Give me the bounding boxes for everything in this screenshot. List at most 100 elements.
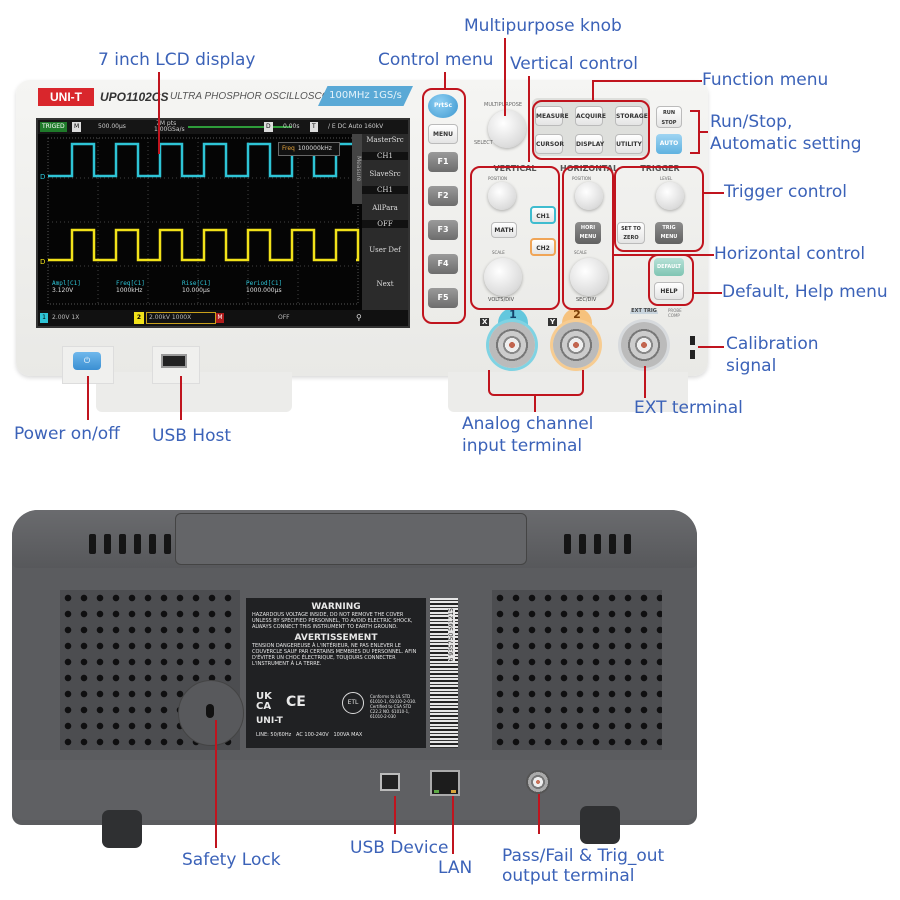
- ch2-status: 2.00kV 1000X: [146, 312, 216, 324]
- power-rating: LINE: 50/60Hz AC 100-240V 100VA MAX: [256, 732, 363, 738]
- default-button[interactable]: DEFAULT: [654, 258, 684, 276]
- leader-line: [394, 796, 396, 834]
- delay-value: 0.00s: [283, 123, 300, 130]
- memory-bar: [188, 126, 292, 128]
- power-button[interactable]: ⏻: [73, 352, 101, 370]
- leader-line: [698, 346, 724, 348]
- trig-menu-button[interactable]: TRIG MENU: [655, 222, 683, 244]
- select-label: SELECT: [474, 140, 493, 146]
- f3-button[interactable]: F3: [428, 220, 458, 240]
- ch1-number: 1: [40, 313, 48, 323]
- vertical-position-knob[interactable]: [488, 182, 516, 210]
- barcode-number: 6 935750 591215: [448, 608, 455, 662]
- ce-mark: CE: [286, 694, 306, 710]
- horizontal-position-knob[interactable]: [575, 182, 603, 210]
- f1-button[interactable]: F1: [428, 152, 458, 172]
- safety-lock-slot[interactable]: [206, 704, 214, 718]
- trigger-level-knob[interactable]: [656, 182, 684, 210]
- auto-button[interactable]: AUTO: [656, 134, 682, 154]
- utility-button[interactable]: UTILITY: [615, 134, 643, 154]
- lan-port[interactable]: [430, 770, 460, 796]
- callout-safety-lock: Safety Lock: [182, 850, 281, 870]
- rear-brand: UNI-T: [256, 716, 283, 726]
- vertical-position-label: POSITION: [488, 176, 508, 181]
- sec-div-label: SEC/DIV: [576, 297, 597, 303]
- volts-div-label: VOLTS/DIV: [488, 297, 515, 303]
- cursor-button[interactable]: CURSOR: [535, 134, 564, 154]
- ext-trig-bnc[interactable]: [621, 322, 667, 368]
- waveform-area: D D: [40, 137, 360, 305]
- ext-trig-label: EXT TRIG: [630, 308, 658, 314]
- measure-button[interactable]: MEASURE: [535, 106, 569, 126]
- ch1-marker: D: [40, 173, 45, 181]
- control-menu-highlight: [422, 88, 466, 324]
- softmenu-master-src-value: CH1: [362, 152, 408, 160]
- leader-line: [592, 80, 702, 82]
- vertical-highlight: [470, 166, 560, 310]
- prtsc-button[interactable]: PrtSc: [428, 94, 458, 118]
- product-subtitle: ULTRA PHOSPHOR OSCILLOSCOPE: [170, 91, 343, 102]
- usb-host-port[interactable]: [161, 354, 187, 368]
- acquire-button[interactable]: ACQUIRE: [575, 106, 606, 126]
- f5-button[interactable]: F5: [428, 288, 458, 308]
- f2-button[interactable]: F2: [428, 186, 458, 206]
- measure-tab: Measure: [352, 134, 362, 204]
- softmenu-all-para-value: OFF: [362, 220, 408, 228]
- leader-line: [444, 72, 446, 88]
- calibration-terminal-1[interactable]: [690, 336, 695, 345]
- softmenu-next[interactable]: Next: [376, 280, 394, 288]
- math-button[interactable]: MATH: [491, 222, 517, 238]
- volts-div-knob[interactable]: [484, 258, 522, 296]
- softmenu-slave-src[interactable]: SlaveSrc: [369, 170, 401, 178]
- usb-device-port[interactable]: [380, 773, 400, 791]
- storage-button[interactable]: STORAGE: [615, 106, 648, 126]
- run-stop-button[interactable]: RUN STOP: [656, 106, 682, 128]
- trig-status: TRIGED: [40, 122, 67, 132]
- menu-button[interactable]: MENU: [428, 124, 458, 144]
- leader-line: [452, 796, 454, 854]
- warning-title: WARNING: [311, 602, 361, 612]
- memory-depth: 7M pts: [156, 120, 177, 127]
- carry-handle[interactable]: [175, 513, 527, 565]
- run-stop-bracket: [690, 110, 700, 154]
- ch2-waveform: [48, 228, 360, 262]
- softmenu-master-src[interactable]: MasterSrc: [366, 136, 404, 144]
- set-to-zero-button[interactable]: SET TO ZERO: [617, 222, 645, 244]
- ch1-x-tag: X: [480, 318, 490, 326]
- help-button[interactable]: HELP: [654, 282, 684, 300]
- ch2-y-tag: Y: [548, 318, 558, 326]
- ukca-mark: UK CA: [256, 691, 272, 712]
- pass-fail-bnc[interactable]: [526, 770, 550, 794]
- sec-div-knob[interactable]: [570, 258, 608, 296]
- leader-line: [694, 292, 722, 294]
- f4-button[interactable]: F4: [428, 254, 458, 274]
- callout-auto-setting: Automatic setting: [710, 134, 862, 154]
- soft-menu: Measure MasterSrc CH1 SlaveSrc CH1 AllPa…: [352, 134, 408, 310]
- horizontal-title: HORIZONTAL: [560, 164, 619, 173]
- vent-grille-right: [492, 590, 662, 750]
- ch1-bnc-input[interactable]: [489, 322, 535, 368]
- callout-analog-input-terminal: input terminal: [462, 436, 583, 456]
- callout-function-menu: Function menu: [702, 70, 829, 90]
- callout-ext-terminal: EXT terminal: [634, 398, 743, 418]
- lcd-channel-bar: 1 2.00V 1X 2 2.00kV 1000X M OFF ⚲: [38, 310, 408, 326]
- ch1-button[interactable]: CH1: [530, 206, 556, 224]
- softmenu-user-def[interactable]: User Def: [369, 246, 401, 254]
- rear-foot-left: [102, 810, 142, 848]
- top-vent-left: [85, 534, 175, 560]
- ch2-button[interactable]: CH2: [530, 238, 556, 256]
- barcode-label: 6 935750 591215: [430, 598, 458, 748]
- hori-menu-button[interactable]: HORI MENU: [575, 222, 601, 244]
- ch2-bnc-input[interactable]: [553, 322, 599, 368]
- lcd-status-bar: TRIGED M 500.00µs 7M pts 1.00GSa/s D 0.0…: [38, 120, 408, 134]
- softmenu-all-para[interactable]: AllPara: [372, 204, 398, 212]
- callout-lan: LAN: [438, 858, 473, 878]
- horizontal-position-label: POSITION: [572, 176, 592, 181]
- callout-usb-host: USB Host: [152, 426, 232, 446]
- lan-led-amber: [451, 790, 456, 793]
- calibration-terminal-2[interactable]: [690, 350, 695, 359]
- multipurpose-knob[interactable]: [488, 110, 526, 148]
- trigger-title: TRIGGER: [640, 164, 680, 173]
- display-button[interactable]: DISPLAY: [575, 134, 604, 154]
